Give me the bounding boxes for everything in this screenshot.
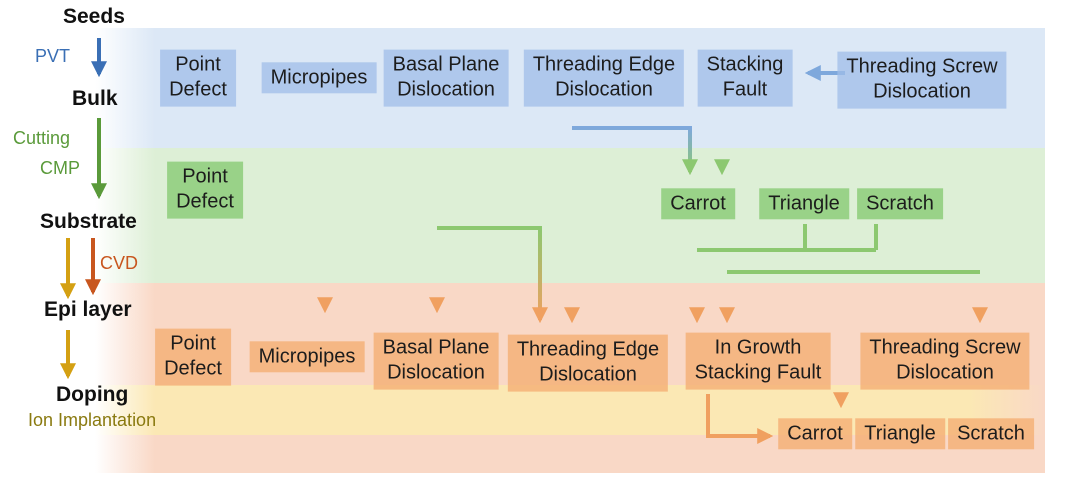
process-pvt: PVT [35,46,71,66]
process-cmp: CMP [40,158,80,178]
epi-triangle: Triangle [855,418,945,450]
process-ion-implantation: Ion Implantation [28,410,157,430]
substrate-carrot: Carrot [661,188,735,220]
stage-epi-layer: Epi layer [44,298,132,321]
epi-carrot: Carrot [778,418,852,450]
epi-micropipes: Micropipes [249,341,365,373]
substrate-triangle: Triangle [759,188,849,220]
stage-bulk: Bulk [72,87,118,110]
substrate-scratch: Scratch [857,188,943,220]
stage-substrate: Substrate [40,210,137,233]
stage-seeds: Seeds [63,5,125,28]
epi-scratch: Scratch [948,418,1034,450]
bulk-micropipes: Micropipes [261,62,377,94]
process-cvd: CVD [100,253,139,273]
process-cutting: Cutting [13,128,71,148]
stage-doping: Doping [56,383,129,406]
